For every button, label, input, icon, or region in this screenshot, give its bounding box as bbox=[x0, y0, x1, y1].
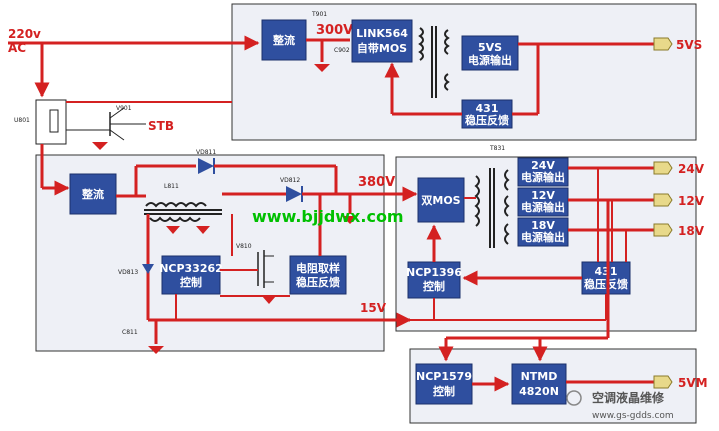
watermark-url: www.gs-gdds.com bbox=[592, 411, 674, 421]
output-18v-block bbox=[517, 217, 569, 247]
top-ground-icon bbox=[314, 64, 330, 72]
5vs-output-label: 5VS bbox=[676, 38, 702, 52]
top-cap-ref: T901 bbox=[311, 11, 327, 18]
output-12v-block bbox=[517, 187, 569, 217]
vd812-diode-icon bbox=[286, 186, 302, 202]
top-bus-voltage: 300V bbox=[316, 23, 353, 38]
vd812-ref: VD812 bbox=[280, 177, 300, 184]
top-rectifier-label: 整流 bbox=[272, 33, 295, 47]
top-feedback-line1: 431 bbox=[476, 102, 499, 115]
vd813-diode-icon bbox=[142, 264, 154, 274]
top-feedback-block bbox=[461, 99, 513, 129]
input-voltage-label: 220v bbox=[8, 27, 41, 41]
top-feedback-line2: 稳压反馈 bbox=[465, 113, 509, 127]
top-output-line2: 电源输出 bbox=[468, 53, 512, 67]
pfc-bus-voltage: 380V bbox=[358, 175, 395, 190]
top-output-block bbox=[461, 35, 519, 71]
output-24v-line2: 电源输出 bbox=[521, 170, 565, 184]
relay-ref: U801 bbox=[14, 117, 30, 124]
pfc-aux-voltage: 15V bbox=[360, 301, 387, 315]
pfc-bus-ground-icon bbox=[342, 216, 358, 224]
pfc-controller-line2: 控制 bbox=[180, 275, 202, 289]
bottom-controller-line1: NCP1579 bbox=[416, 370, 472, 383]
v810-ref: V810 bbox=[236, 243, 252, 250]
wechat-icon bbox=[566, 390, 582, 406]
12v-terminal-icon bbox=[653, 193, 673, 207]
pfc-sense-line1: 电阻取样 bbox=[296, 261, 340, 275]
bottom-mosfet-block bbox=[511, 363, 567, 405]
pfc-rectifier-label: 整流 bbox=[81, 187, 104, 201]
top-cap2-ref: C902 bbox=[334, 47, 350, 54]
top-switch-line1: LINK564 bbox=[356, 27, 408, 40]
bottom-controller-block bbox=[415, 363, 473, 405]
vd811-diode-icon bbox=[198, 158, 214, 174]
output-24v-label: 24V bbox=[678, 162, 705, 176]
vd811-ref: VD811 bbox=[196, 149, 216, 156]
bottom-mosfet-line1: NTMD bbox=[521, 370, 558, 383]
pfc-aux-ground2-icon bbox=[196, 226, 210, 234]
watermark-site: www.bjjdwx.com bbox=[252, 207, 404, 226]
top-switch-line2: 自带MOS bbox=[357, 41, 407, 55]
5vm-output-label: 5VM bbox=[678, 376, 708, 390]
top-rectifier-block bbox=[261, 19, 307, 61]
relay-coil bbox=[49, 109, 59, 133]
output-18v-label: 18V bbox=[678, 224, 705, 238]
pfc-inductor-coil bbox=[145, 202, 207, 208]
output-24v-block bbox=[517, 157, 569, 187]
main-feedback-line2: 稳压反馈 bbox=[584, 277, 628, 291]
output-12v-label: 12V bbox=[678, 194, 705, 208]
transistor-ref: V901 bbox=[116, 105, 132, 112]
18v-terminal-icon bbox=[653, 223, 673, 237]
top-output-line1: 5VS bbox=[478, 41, 502, 54]
c811-ref: C811 bbox=[122, 329, 138, 336]
pfc-aux-ground-icon bbox=[166, 226, 180, 234]
v810-ground-icon bbox=[262, 296, 276, 304]
output-12v-line2: 电源输出 bbox=[521, 200, 565, 214]
pfc-controller-line1: NCP33262 bbox=[159, 262, 223, 275]
output-24v-line1: 24V bbox=[531, 159, 555, 172]
top-transformer-aux bbox=[444, 73, 450, 91]
transistor-emitter bbox=[109, 129, 125, 141]
main-transformer-ref: T831 bbox=[489, 145, 505, 152]
output-18v-line1: 18V bbox=[531, 219, 555, 232]
stb-label: STB bbox=[148, 119, 174, 133]
vd813-ref: VD813 bbox=[118, 269, 138, 276]
5vm-terminal-icon bbox=[653, 375, 673, 389]
pfc-sense-block bbox=[289, 255, 347, 295]
top-transformer-primary bbox=[418, 27, 424, 61]
main-controller-line1: NCP1396 bbox=[406, 266, 462, 279]
bottom-controller-line2: 控制 bbox=[433, 384, 455, 398]
pfc-inductor-ref: L811 bbox=[164, 183, 179, 190]
main-controller-line2: 控制 bbox=[423, 279, 445, 293]
relay-u801 bbox=[35, 99, 67, 145]
top-switch-block bbox=[351, 19, 413, 63]
watermark-brand: 空调液晶维修 bbox=[592, 390, 665, 405]
main-switch-block bbox=[417, 177, 465, 223]
output-12v-line1: 12V bbox=[531, 189, 555, 202]
pfc-sense-line2: 稳压反馈 bbox=[296, 275, 340, 289]
pfc-rectifier-block bbox=[69, 173, 117, 215]
pfc-inductor-aux bbox=[149, 216, 201, 222]
c811-ground-icon bbox=[148, 346, 164, 354]
transistor-collector bbox=[109, 107, 125, 119]
bottom-mosfet-line2: 4820N bbox=[519, 385, 559, 398]
main-feedback-line1: 431 bbox=[595, 265, 618, 278]
pfc-controller-block bbox=[161, 255, 221, 295]
main-outputs: 24V 电源输出 24V 12V 电源输出 12V 18V 电源输出 18V bbox=[517, 157, 705, 247]
top-transformer-secondary bbox=[444, 29, 450, 55]
5vs-terminal-icon bbox=[653, 37, 673, 51]
main-transformer-primary bbox=[474, 175, 480, 227]
main-transformer-secondary bbox=[504, 169, 510, 245]
24v-terminal-icon bbox=[653, 161, 673, 175]
output-18v-line2: 电源输出 bbox=[521, 230, 565, 244]
main-switch-label: 双MOS bbox=[421, 194, 460, 207]
main-controller-block bbox=[407, 261, 461, 299]
stb-ground-icon bbox=[92, 142, 108, 150]
